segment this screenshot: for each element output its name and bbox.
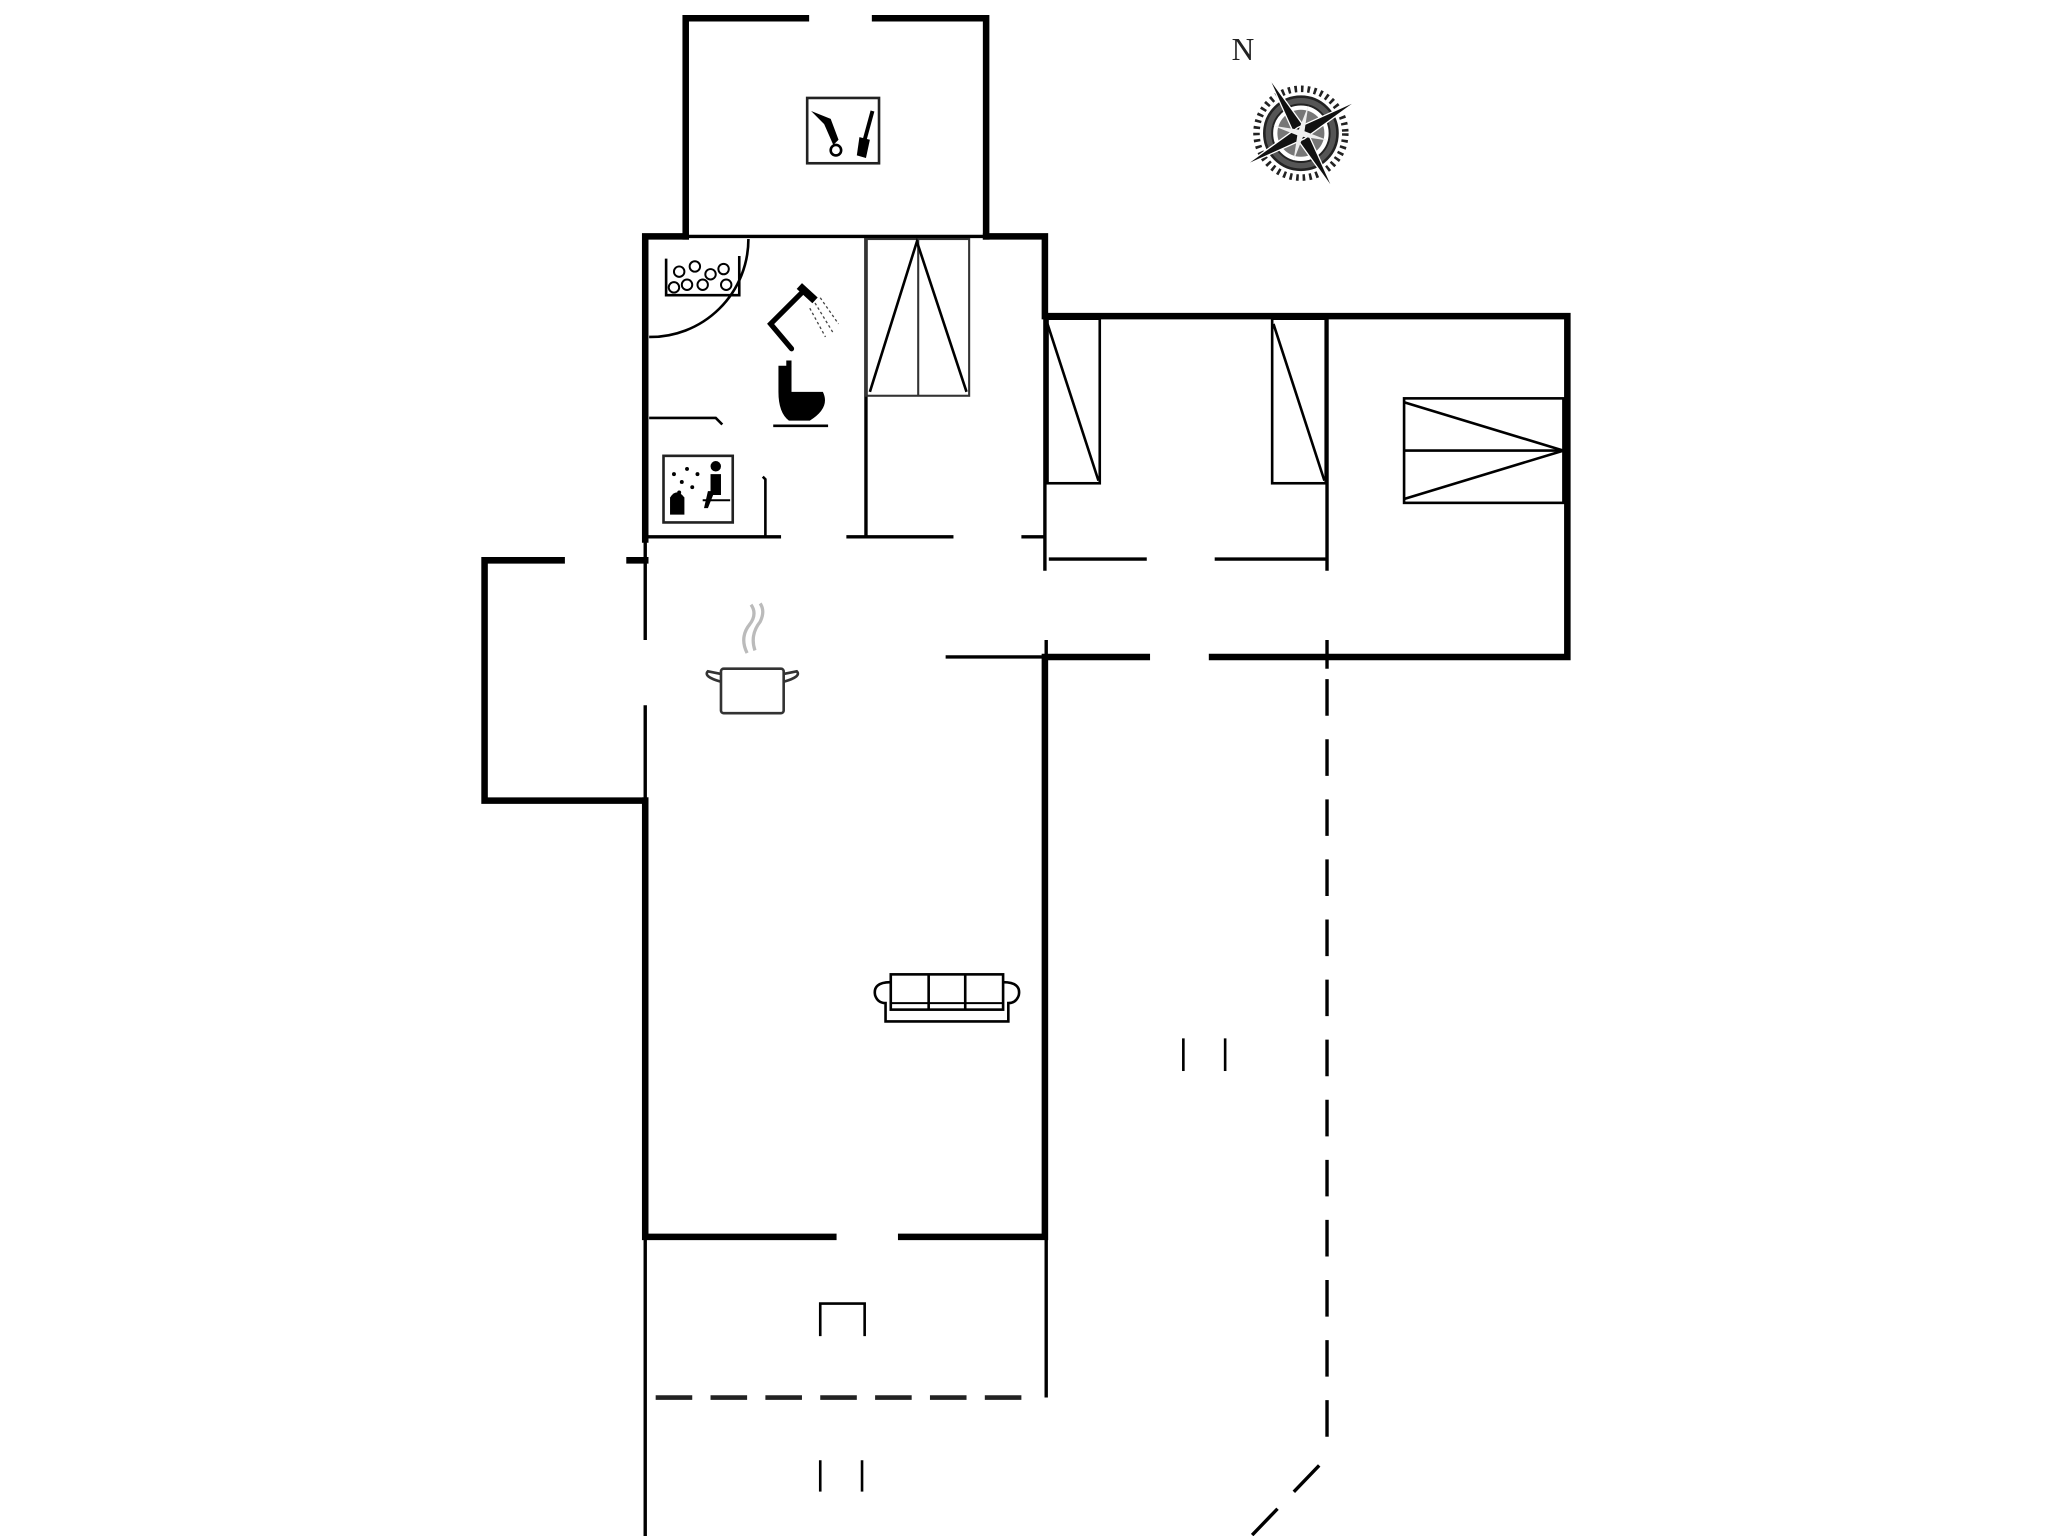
step-marker-door — [818, 1302, 866, 1337]
exterior-walls — [481, 233, 1571, 1241]
compass-rose-icon — [1243, 76, 1358, 191]
sofa-icon — [873, 973, 1021, 1023]
toilet-icon — [773, 360, 829, 428]
bedroom-2 — [1046, 317, 1147, 561]
bedroom-1 — [864, 236, 1047, 571]
step-marker-terrace-east — [1182, 1038, 1227, 1072]
vacuum-cleaner-icon — [805, 96, 881, 165]
step-marker-terrace-south — [818, 1460, 864, 1492]
kitchen-living — [705, 602, 1021, 1023]
hallway — [643, 539, 1329, 801]
sauna-icon — [662, 454, 735, 524]
bunk-bed — [864, 237, 971, 397]
double-bed — [1402, 397, 1568, 505]
bedroom-3 — [1214, 317, 1329, 571]
cooking-pot-icon — [705, 602, 800, 715]
terrace-open — [1182, 679, 1329, 1536]
utility-room — [682, 15, 990, 240]
north-label: N — [1232, 32, 1255, 67]
terrace-covered — [643, 1236, 1048, 1536]
compass: N — [1232, 32, 1358, 191]
bathroom — [645, 234, 1045, 539]
bedroom-4 — [1402, 397, 1568, 505]
whirlpool-tub-icon — [664, 255, 741, 297]
shower-icon — [767, 283, 840, 352]
